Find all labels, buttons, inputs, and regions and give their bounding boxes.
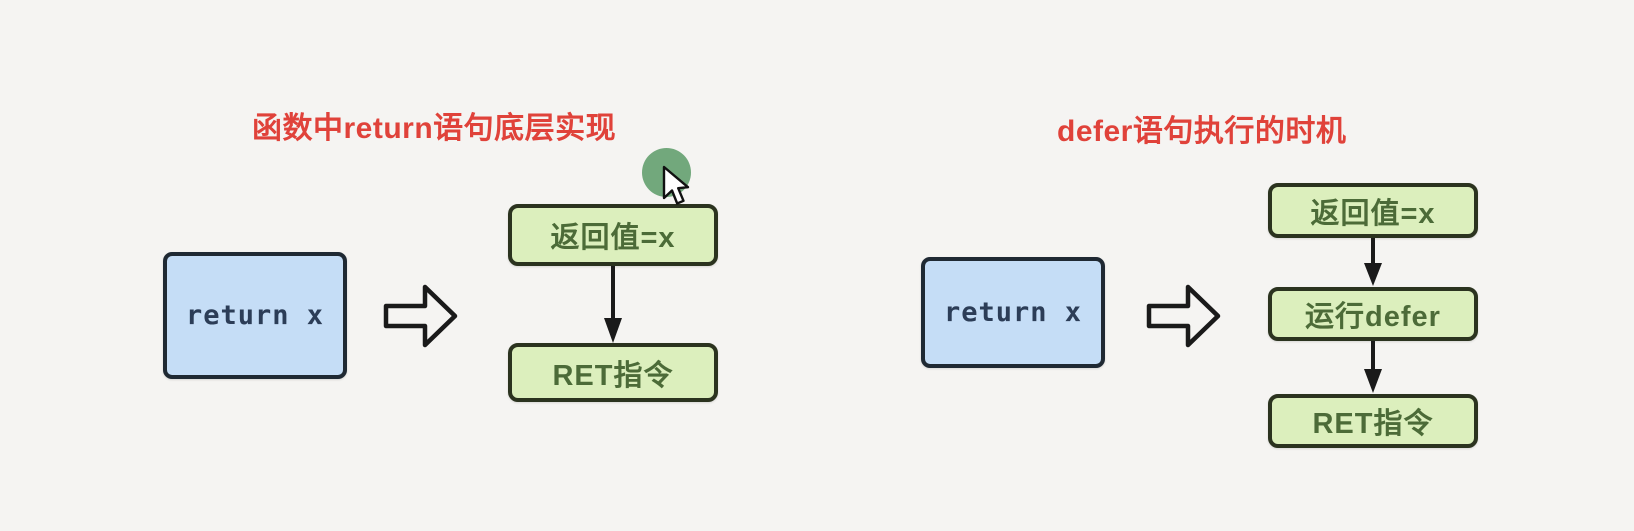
left-step-box-2: RET指令 xyxy=(508,343,718,402)
right-step-label-2: 运行defer xyxy=(1305,301,1441,333)
flow-arrow-down-icon xyxy=(1364,238,1382,286)
right-source-label: return x xyxy=(943,297,1083,328)
right-step-box-2: 运行defer xyxy=(1268,287,1478,341)
right-step-label-3: RET指令 xyxy=(1312,408,1434,440)
flow-arrow-down-icon xyxy=(1364,341,1382,393)
flow-arrow-down-icon xyxy=(604,266,622,343)
block-arrow-right-icon xyxy=(383,284,458,348)
left-diagram-title: 函数中return语句底层实现 xyxy=(252,112,617,145)
right-step-box-1: 返回值=x xyxy=(1268,183,1478,238)
left-source-label: return x xyxy=(185,300,325,331)
right-step-box-3: RET指令 xyxy=(1268,394,1478,448)
left-step-box-1: 返回值=x xyxy=(508,204,718,266)
right-diagram-title: defer语句执行的时机 xyxy=(1057,115,1347,148)
left-source-box: return x xyxy=(163,252,347,379)
block-arrow-right-icon xyxy=(1146,284,1221,348)
left-step-label-1: 返回值=x xyxy=(550,222,676,254)
right-source-box: return x xyxy=(921,257,1105,368)
left-step-label-2: RET指令 xyxy=(552,359,674,392)
right-step-label-1: 返回值=x xyxy=(1310,197,1436,230)
mouse-cursor-icon xyxy=(662,165,690,205)
